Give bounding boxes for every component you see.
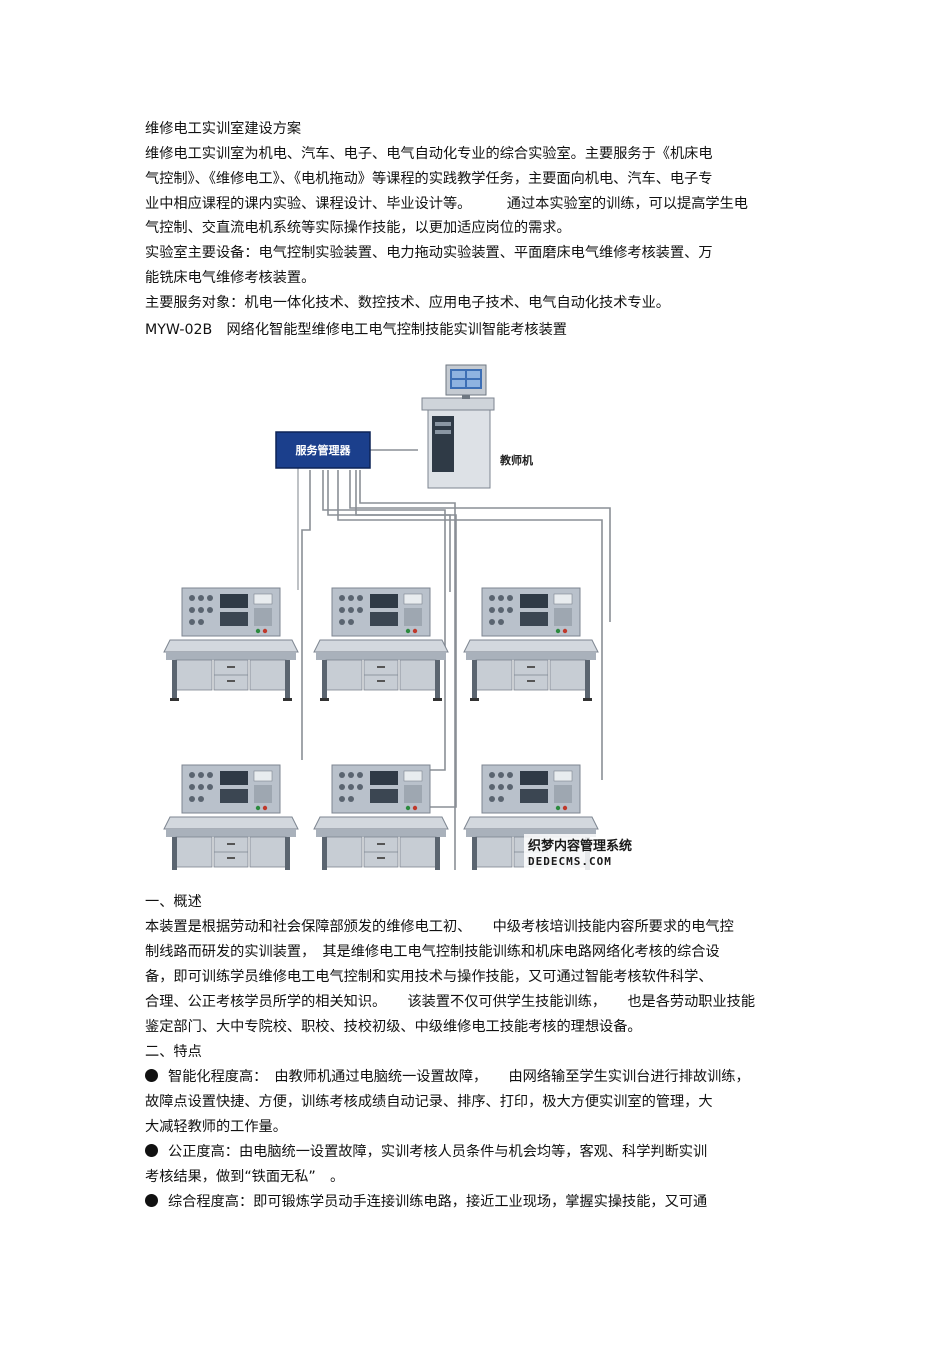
- paragraph-line: 考核结果，做到“铁面无私” 。: [145, 1169, 345, 1185]
- network-diagram: 服务管理器 教师机 织梦内容管理系统 DEDECMS.COM: [163, 364, 646, 870]
- server-manager-label: 服务管理器: [296, 443, 352, 457]
- watermark-cn: 织梦内容管理系统: [528, 838, 632, 854]
- bullet-icon: [145, 1069, 158, 1082]
- server-manager-box: [275, 431, 371, 469]
- feature-item: 公正度高：由电脑统一设置故障，实训考核人员条件与机会均等，客观、科学判断实训: [145, 1142, 707, 1162]
- feature-item: 智能化程度高： 由教师机通过电脑统一设置故障， 由网络输至学生实训台进行排故训练…: [145, 1067, 750, 1087]
- feature-item: 综合程度高：即可锻炼学员动手连接训练电路，接近工业现场，掌握实操技能，又可通: [145, 1192, 707, 1212]
- paragraph-line: 制线路而研发的实训装置， 其是维修电工电气控制技能训练和机床电路网络化考核的综合…: [145, 944, 720, 960]
- paragraph-line: 气控制》、《维修电工》、《电机拖动》等课程的实践教学任务，主要面向机电、汽车、电…: [145, 171, 713, 187]
- section-heading-features: 二、特点: [145, 1044, 202, 1060]
- teacher-computer: [421, 364, 495, 489]
- paragraph-line: 主要服务对象：机电一体化技术、数控技术、应用电子技术、电气自动化技术专业。: [145, 295, 670, 311]
- paragraph-line: 实验室主要设备：电气控制实验装置、电力拖动实验装置、平面磨床电气维修考核装置、万: [145, 245, 713, 261]
- student-bench: [163, 587, 299, 702]
- paragraph-line: 合理、公正考核学员所学的相关知识。 该装置不仅可供学生技能训练， 也是各劳动职业…: [145, 994, 756, 1010]
- feature-text: 智能化程度高： 由教师机通过电脑统一设置故障， 由网络输至学生实训台进行排故训练…: [168, 1069, 750, 1085]
- section-heading-overview: 一、概述: [145, 894, 202, 910]
- student-bench: [163, 764, 299, 870]
- paragraph-line: 业中相应课程的课内实验、课程设计、毕业设计等。 通过本实验室的训练，可以提高学生…: [145, 196, 748, 212]
- paragraph-line: 本装置是根据劳动和社会保障部颁发的维修电工初、 中级考核培训技能内容所要求的电气…: [145, 919, 734, 935]
- watermark-en: DEDECMS.COM: [528, 855, 612, 868]
- feature-text: 公正度高：由电脑统一设置故障，实训考核人员条件与机会均等，客观、科学判断实训: [168, 1144, 708, 1160]
- paragraph-line: 大减轻教师的工作量。: [145, 1119, 287, 1135]
- student-bench: [313, 764, 449, 870]
- student-bench: [313, 587, 449, 702]
- product-heading: MYW-02B 网络化智能型维修电工电气控制技能实训智能考核装置: [145, 322, 567, 338]
- paragraph-line: 鉴定部门、大中专院校、职校、技校初级、中级维修电工技能考核的理想设备。: [145, 1019, 642, 1035]
- paragraph-line: 故障点设置快捷、方便，训练考核成绩自动记录、排序、打印，极大方便实训室的管理，大: [145, 1094, 713, 1110]
- paragraph-line: 备，即可训练学员维修电工电气控制和实用技术与操作技能，又可通过智能考核软件科学、: [145, 969, 713, 985]
- paragraph-line: 气控制、交直流电机系统等实际操作技能，以更加适应岗位的需求。: [145, 220, 571, 236]
- bullet-icon: [145, 1194, 158, 1207]
- teacher-computer-label: 教师机: [499, 453, 533, 467]
- feature-text: 综合程度高：即可锻炼学员动手连接训练电路，接近工业现场，掌握实操技能，又可通: [168, 1194, 708, 1210]
- paragraph-line: 能铣床电气维修考核装置。: [145, 270, 316, 286]
- bullet-icon: [145, 1144, 158, 1157]
- student-bench: [463, 587, 599, 702]
- document-title: 维修电工实训室建设方案: [145, 121, 302, 137]
- paragraph-line: 维修电工实训室为机电、汽车、电子、电气自动化专业的综合实验室。主要服务于《机床电: [145, 146, 713, 162]
